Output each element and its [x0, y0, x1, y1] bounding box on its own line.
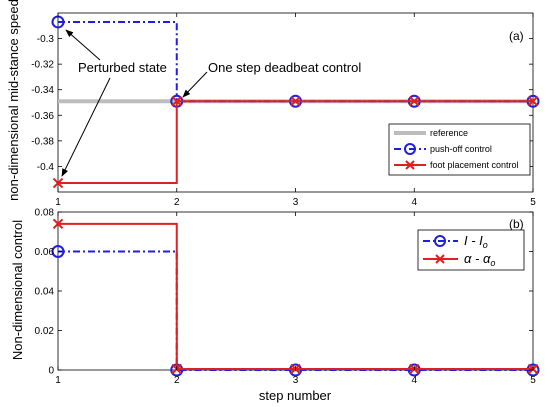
panel-a-ylabel: non-dimensional mid-stance speed: [6, 0, 21, 201]
panel-a-label: (a): [509, 29, 524, 43]
panel-a-series: [51, 15, 540, 189]
data-point-x: [52, 218, 64, 230]
y-tick-label: -0.36: [31, 111, 54, 122]
panel-a-legend: reference push-off control foot placement …: [388, 123, 531, 176]
legend-label-subscript: o: [490, 258, 495, 268]
x-tick-label: 1: [55, 197, 61, 208]
arrow-to-deadbeat: [182, 71, 208, 98]
x-tick-label: 5: [530, 375, 536, 386]
x-tick-label: 3: [293, 375, 299, 386]
annotation-perturbed-state: Perturbed state: [78, 60, 167, 75]
legend-label: push-off control: [430, 144, 492, 154]
y-tick-label: -0.3: [37, 34, 55, 45]
y-tick-label: -0.34: [31, 85, 54, 96]
data-point-x: [52, 177, 64, 189]
arrow-to-perturbed-foot: [61, 77, 111, 177]
panel-b-ylabel: Non-dimensional control: [10, 220, 25, 360]
x-tick-label: 3: [293, 197, 299, 208]
panel-a-ticks: 1 2 3 4 5 -0.3 -0.32 -0.34 -0.36 -0.38 -0.4: [31, 13, 536, 208]
data-point-x: [409, 96, 420, 107]
data-point-x: [290, 96, 301, 107]
panel-b-ticks: 1 2 3 4 5 0 0.02 0.04 0.06 0.08: [35, 208, 537, 387]
legend-label: reference: [430, 128, 468, 138]
legend-marker-circle: [404, 143, 416, 155]
legend-label: I - Io: [464, 233, 488, 250]
panel-a: 1 2 3 4 5 -0.3 -0.32 -0.34 -0.36 -0.38 -0.4 (a) no…: [6, 0, 540, 208]
legend-marker-x: [435, 254, 445, 264]
y-tick-label: 0.02: [35, 326, 55, 337]
legend-marker-x: [405, 160, 415, 170]
legend-marker-circle: [434, 235, 446, 247]
series-line: [58, 222, 533, 371]
y-tick-label: -0.4: [37, 162, 55, 173]
series-line: [58, 100, 533, 185]
x-tick-label: 5: [530, 197, 536, 208]
panel-b-label: (b): [509, 217, 524, 231]
y-tick-label: 0.04: [35, 287, 55, 298]
panel-b-xlabel: step number: [259, 388, 332, 403]
data-point-circle: [51, 245, 65, 258]
x-tick-label: 2: [174, 375, 180, 386]
legend-label-subscript: o: [483, 240, 488, 250]
legend-label: α - αo: [464, 251, 495, 268]
legend-box: [417, 229, 525, 271]
panel-b: 1 2 3 4 5 0 0.02 0.04 0.06 0.08 (b) Non-dimension…: [10, 208, 540, 403]
panel-b-legend: I - Ioα - αo: [417, 229, 525, 271]
x-tick-label: 2: [174, 197, 180, 208]
panel-a-annotations: Perturbed state One step deadbeat contro…: [61, 29, 361, 177]
x-tick-label: 4: [411, 375, 417, 386]
y-tick-label: -0.38: [31, 136, 54, 147]
y-tick-label: 0: [48, 366, 54, 377]
y-tick-label: 0.06: [35, 247, 55, 258]
annotation-deadbeat-control: One step deadbeat control: [208, 60, 361, 75]
data-point-x: [527, 96, 539, 107]
y-tick-label: 0.08: [35, 208, 55, 219]
x-tick-label: 4: [411, 197, 417, 208]
y-tick-label: -0.32: [31, 60, 54, 71]
data-point-x: [171, 96, 182, 107]
arrow-to-perturbed-push: [65, 29, 101, 61]
legend-label: foot placement control: [430, 160, 519, 170]
x-tick-label: 1: [55, 375, 61, 386]
